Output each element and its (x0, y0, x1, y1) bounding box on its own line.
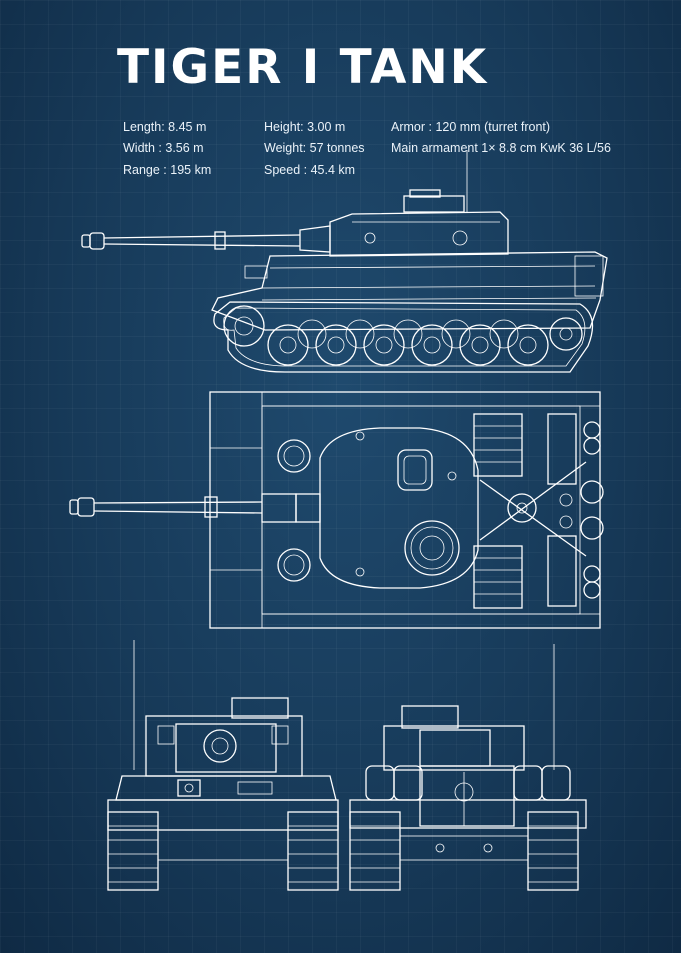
poster-title: TIGER I TANK (117, 40, 489, 95)
spec-length: Length: 8.45 m (123, 120, 207, 134)
spec-width: Width : 3.56 m (123, 141, 204, 155)
top-view (69, 391, 604, 629)
spec-armor: Armor : 120 mm (turret front) (391, 120, 551, 134)
side-view (81, 150, 608, 373)
spec-weight: Weight: 57 tonnes (264, 141, 365, 155)
spec-range: Range : 195 km (123, 163, 212, 177)
spec-armament: Main armament 1× 8.8 cm KwK 36 L/56 (391, 141, 611, 155)
spec-speed: Speed : 45.4 km (264, 163, 356, 177)
front-view (107, 640, 339, 891)
spec-height: Height: 3.00 m (264, 120, 346, 134)
rear-view (349, 644, 587, 891)
